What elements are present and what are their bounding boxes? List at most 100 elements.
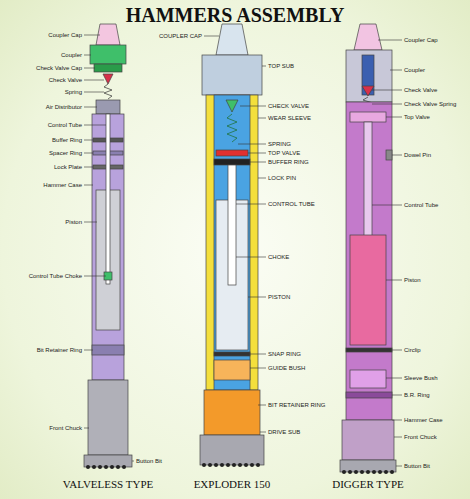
leader-line: [250, 162, 266, 163]
part-label: Hammer Case: [43, 181, 82, 189]
leader-line: [84, 222, 97, 223]
bit-button: [214, 463, 218, 467]
leader-line: [84, 167, 93, 168]
bit-button: [244, 463, 248, 467]
leader-line: [84, 92, 104, 93]
part-label: Buffer Ring: [52, 136, 82, 144]
bit-button: [354, 470, 358, 474]
part-label: Coupler: [404, 66, 425, 74]
bit-button: [384, 470, 388, 474]
hammer-caption: EXPLODER 150: [194, 478, 271, 491]
part-label: PISTON: [268, 293, 290, 301]
bit-button: [220, 463, 224, 467]
leader-line: [392, 420, 402, 421]
leader-line: [392, 155, 402, 156]
leader-line: [258, 405, 266, 406]
leader-line: [258, 178, 266, 179]
leader-line: [248, 153, 266, 154]
leader-line: [84, 35, 100, 36]
leader-line: [372, 205, 402, 206]
part-label: Front Chuck: [49, 424, 82, 432]
part-label: Bit Retainer Ring: [37, 346, 82, 354]
part-label: B.R. Ring: [404, 391, 430, 399]
leader-line: [84, 153, 93, 154]
leader-line: [84, 55, 91, 56]
part-label: CONTROL TUBE: [268, 200, 315, 208]
bit-button: [110, 465, 114, 469]
leader-line: [84, 68, 95, 69]
bit-button: [390, 470, 394, 474]
part-label: Circlip: [404, 346, 421, 354]
leader-line: [204, 36, 219, 37]
leader-line: [236, 204, 266, 205]
leader-line: [394, 437, 402, 438]
leader-line: [84, 125, 106, 126]
bit-button: [256, 463, 260, 467]
part-label: Control Tube: [48, 121, 82, 129]
leader-line: [390, 70, 402, 71]
part-label: BUFFER RING: [268, 158, 309, 166]
bit-button: [238, 463, 242, 467]
part-label: Check Valve Cap: [36, 64, 82, 72]
leader-line: [396, 466, 402, 467]
leader-line: [372, 104, 402, 105]
part-label: Spring: [65, 88, 82, 96]
bit-button: [104, 465, 108, 469]
bit-button: [226, 463, 230, 467]
leader-line: [84, 428, 89, 429]
part-label: Control Tube: [404, 201, 438, 209]
part-label: WEAR SLEEVE: [268, 114, 311, 122]
part-label: Button Bit: [136, 457, 162, 465]
leader-line: [386, 280, 402, 281]
bit-button: [208, 463, 212, 467]
part-label: Piston: [404, 276, 421, 284]
part-label: CHECK VALVE: [268, 102, 309, 110]
part-label: Lock Plate: [54, 163, 82, 171]
bit-button: [122, 465, 126, 469]
leader-line: [250, 354, 266, 355]
bit-button: [360, 470, 364, 474]
bit-button: [98, 465, 102, 469]
leader-line: [250, 368, 266, 369]
leader-line: [262, 66, 266, 67]
part-label: TOP SUB: [268, 62, 294, 70]
leader-line: [236, 257, 266, 258]
part-label: GUIDE BUSH: [268, 364, 305, 372]
leader-line: [132, 461, 134, 462]
part-label: Top Valve: [404, 113, 430, 121]
bit-button: [92, 465, 96, 469]
part-label: Coupler Cap: [48, 31, 82, 39]
leader-line: [84, 107, 97, 108]
part-label: Piston: [65, 218, 82, 226]
part-label: Dowel Pin: [404, 151, 431, 159]
part-label: Spacer Ring: [49, 149, 82, 157]
leader-line: [84, 80, 104, 81]
part-label: COUPLER CAP: [159, 32, 202, 40]
part-label: Check Valve: [404, 86, 437, 94]
hammer-caption: VALVELESS TYPE: [63, 478, 154, 491]
part-label: Button Bit: [404, 462, 430, 470]
part-label: DRIVE SUB: [268, 428, 300, 436]
leader-line: [260, 432, 266, 433]
part-label: TOP VALVE: [268, 149, 300, 157]
part-label: CHOKE: [268, 253, 289, 261]
leader-line: [372, 90, 402, 91]
part-label: Hammer Case: [404, 416, 443, 424]
part-label: SNAP RING: [268, 350, 301, 358]
bit-button: [342, 470, 346, 474]
bit-button: [232, 463, 236, 467]
bit-button: [348, 470, 352, 474]
part-label: Coupler Cap: [404, 36, 438, 44]
part-label: Coupler: [61, 51, 82, 59]
bit-button: [86, 465, 90, 469]
part-label: LOCK PIN: [268, 174, 296, 182]
leader-line: [386, 378, 402, 379]
leader-line: [84, 140, 93, 141]
part-label: SPRING: [268, 140, 291, 148]
leader-line: [392, 350, 402, 351]
bit-button: [116, 465, 120, 469]
leader-line: [248, 297, 266, 298]
leader-line: [84, 276, 106, 277]
